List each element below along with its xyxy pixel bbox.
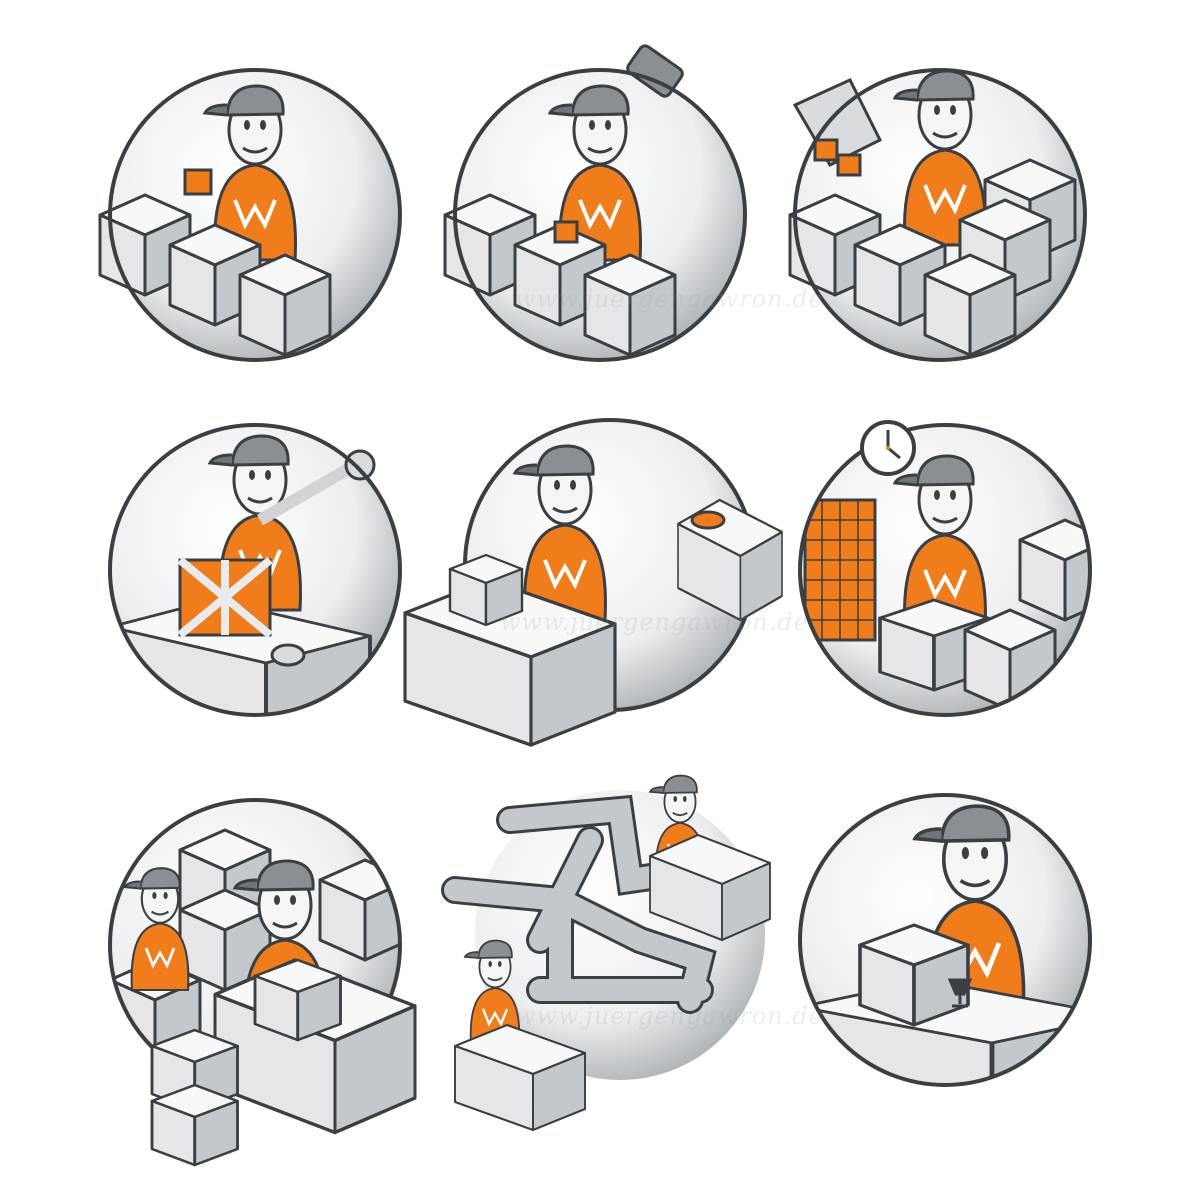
panel-taping	[108, 423, 402, 717]
panel-hammering	[443, 44, 747, 362]
panel-pipes	[441, 774, 772, 1132]
orange-cube-stack	[803, 498, 877, 642]
panel-desk-tape	[403, 418, 784, 747]
panel-open-box	[788, 68, 1087, 362]
clock-icon	[860, 420, 916, 476]
panel-shape-sorting	[98, 68, 402, 362]
panel-fragile-box	[798, 793, 1092, 1087]
panel-warehouse	[108, 798, 417, 1167]
panel-clock-pressure	[798, 420, 1092, 717]
pipe-network	[441, 794, 717, 1014]
hammer-icon	[626, 44, 684, 98]
fragile-glass-icon	[947, 978, 973, 1008]
